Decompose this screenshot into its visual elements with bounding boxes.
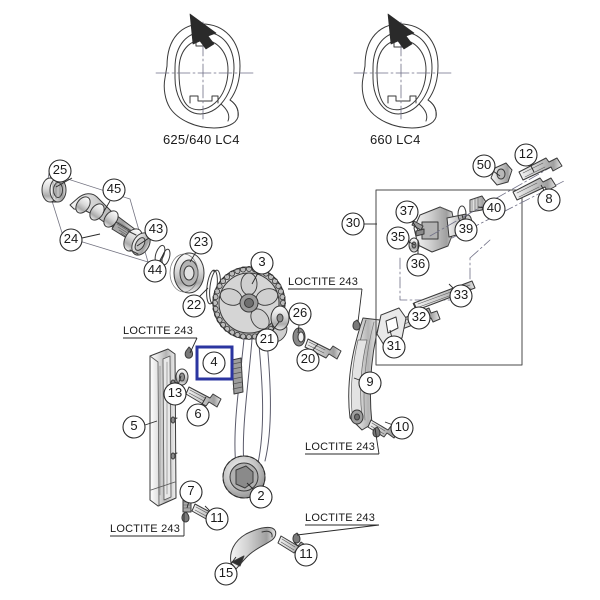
- variant-label-1: 625/640 LC4: [163, 132, 240, 147]
- part-13-bush: [175, 368, 189, 386]
- part-31-gasket: [376, 307, 407, 346]
- balloon-32[interactable]: 32: [411, 309, 427, 324]
- balloon-11[interactable]: 11: [210, 510, 224, 525]
- balloon-23[interactable]: 23: [193, 234, 209, 249]
- balloon-9[interactable]: 9: [366, 374, 374, 389]
- balloon-4[interactable]: 4: [210, 354, 218, 369]
- part-8-bolt: [512, 177, 557, 201]
- balloon-12[interactable]: 12: [518, 146, 534, 161]
- part-5-chain-rail: [149, 348, 178, 507]
- balloon-45[interactable]: 45: [106, 181, 122, 196]
- balloon-11[interactable]: 11: [299, 546, 313, 561]
- balloon-37[interactable]: 37: [399, 203, 415, 218]
- balloon-22[interactable]: 22: [186, 297, 202, 312]
- variant-label-2: 660 LC4: [370, 132, 421, 147]
- part-37-pin: [411, 220, 424, 231]
- balloon-25[interactable]: 25: [52, 162, 68, 177]
- balloon-5[interactable]: 5: [130, 418, 138, 433]
- balloon-7[interactable]: 7: [187, 483, 195, 498]
- balloon-31[interactable]: 31: [386, 338, 402, 353]
- balloon-33[interactable]: 33: [453, 287, 469, 302]
- part-6-bolt: [185, 386, 222, 408]
- loctite-note: LOCTITE 243: [305, 512, 376, 524]
- loctite-note: LOCTITE 243: [305, 441, 376, 453]
- camshaft-assembly: [41, 172, 221, 305]
- timing-chain: [234, 330, 271, 467]
- balloon-35[interactable]: 35: [390, 229, 406, 244]
- balloon-43[interactable]: 43: [148, 221, 164, 236]
- variant-view-660: [353, 13, 452, 129]
- balloon-10[interactable]: 10: [394, 419, 410, 434]
- balloon-36[interactable]: 36: [410, 256, 426, 271]
- part-12-bolt: [518, 157, 563, 181]
- balloon-40[interactable]: 40: [486, 200, 502, 215]
- part-21-washer: [270, 305, 290, 331]
- balloon-2[interactable]: 2: [257, 488, 265, 503]
- part-26-bush: [292, 327, 306, 347]
- loctite-note: LOCTITE 243: [110, 523, 181, 535]
- part-4-chain-guide-block: [231, 357, 244, 395]
- balloon-50[interactable]: 50: [476, 157, 492, 172]
- balloon-44[interactable]: 44: [147, 262, 163, 277]
- part-23-bearing: [169, 252, 205, 294]
- part-15-lever: [230, 526, 277, 570]
- balloon-21[interactable]: 21: [259, 331, 275, 346]
- variant-view-625640: [155, 13, 254, 129]
- loctite-note: LOCTITE 243: [288, 276, 359, 288]
- loctite-note: LOCTITE 243: [123, 325, 194, 337]
- balloon-20[interactable]: 20: [300, 351, 316, 366]
- balloon-26[interactable]: 26: [292, 305, 308, 320]
- balloon-39[interactable]: 39: [458, 221, 474, 236]
- balloon-15[interactable]: 15: [218, 565, 234, 580]
- tensioner-assembly-box: [375, 189, 523, 366]
- balloon-13[interactable]: 13: [167, 385, 183, 400]
- balloon-3[interactable]: 3: [258, 254, 266, 269]
- balloon-30[interactable]: 30: [345, 215, 361, 230]
- balloon-6[interactable]: 6: [194, 406, 202, 421]
- balloon-8[interactable]: 8: [545, 191, 553, 206]
- balloon-24[interactable]: 24: [63, 231, 79, 246]
